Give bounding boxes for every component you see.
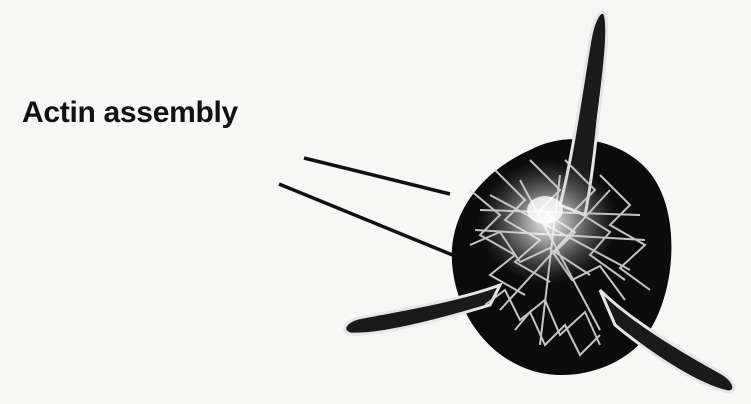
nucleus-highlight [527,196,563,224]
pointer-line-lower [279,184,455,256]
pointer-line-upper [304,158,450,194]
